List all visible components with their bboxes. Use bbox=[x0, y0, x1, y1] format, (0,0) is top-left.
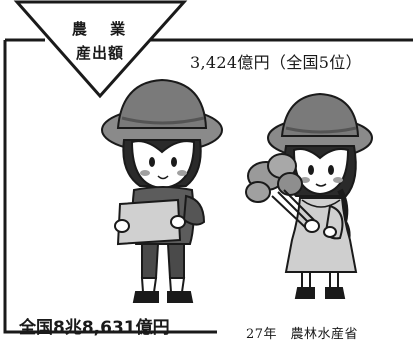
frame bbox=[3, 38, 413, 334]
boy-figure bbox=[101, 78, 223, 303]
national-total: 全国8兆8,631億円 bbox=[19, 318, 170, 338]
badge-line1: 農 業 bbox=[71, 20, 135, 38]
badge-triangle bbox=[13, 0, 188, 99]
badge-line2: 産出額 bbox=[75, 44, 124, 62]
badge-label: 農 業 産出額 bbox=[60, 17, 140, 65]
girl-figure bbox=[245, 92, 373, 299]
source-note: 27年 農林水産省 bbox=[246, 327, 359, 342]
production-value: 3,424億円（全国5位） bbox=[190, 53, 362, 72]
